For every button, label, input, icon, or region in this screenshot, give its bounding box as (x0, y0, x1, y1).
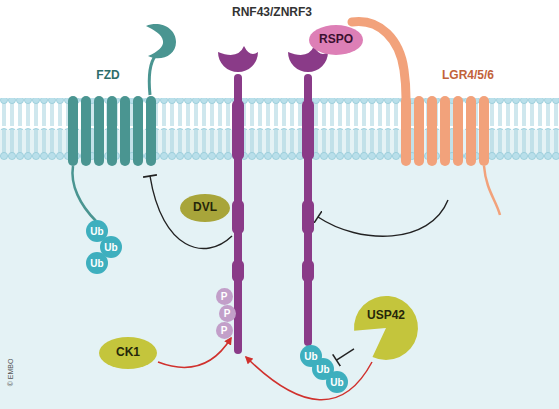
fzd-crd (146, 24, 176, 58)
node-text: CK1 (116, 346, 140, 359)
pacman-shape (354, 296, 418, 360)
node-text: DVL (193, 201, 217, 214)
node-text: P (221, 291, 228, 302)
node-text: RSPO (319, 33, 353, 46)
node-text: Ub (90, 226, 103, 237)
node-text: P (224, 308, 231, 319)
node-text: Ub (90, 258, 103, 269)
rspo-ligand: RSPO (309, 25, 363, 55)
node-text: Ub (330, 377, 343, 388)
ubiquitin: Ub (326, 371, 348, 393)
node-text: LGR4/5/6 (442, 69, 494, 82)
dvl-protein: DVL (180, 194, 230, 222)
rnf43-znrf3-proteins (218, 46, 328, 354)
ectodomain (218, 46, 258, 72)
node-text: Ub (104, 242, 117, 253)
ubiquitin: Ub (86, 252, 108, 274)
node-text: Ub (316, 364, 329, 375)
cytoplasm (0, 130, 559, 409)
fzd-label: FZD (93, 67, 123, 85)
node-text: USP42 (367, 309, 405, 322)
phosphate: P (216, 288, 233, 305)
ck1-kinase: CK1 (99, 337, 157, 369)
phosphate: P (219, 305, 236, 322)
lgr-label: LGR4/5/6 (438, 67, 498, 85)
inhibition-connector (337, 349, 354, 360)
inhibition-line (150, 176, 232, 249)
node-text: FZD (96, 69, 119, 82)
usp42-shape (354, 296, 418, 360)
inhibition-line (318, 200, 448, 236)
node-text: P (221, 325, 228, 336)
copyright-watermark: © EMBO (8, 358, 15, 386)
lgr-receptor (352, 22, 500, 215)
protein-label: RNF43/ZNRF3 (232, 5, 312, 19)
phosphate: P (216, 322, 233, 339)
fzd-receptor (68, 24, 176, 221)
phosphorylation-arrow (158, 338, 231, 367)
usp42-enzyme: USP42 (354, 296, 418, 360)
